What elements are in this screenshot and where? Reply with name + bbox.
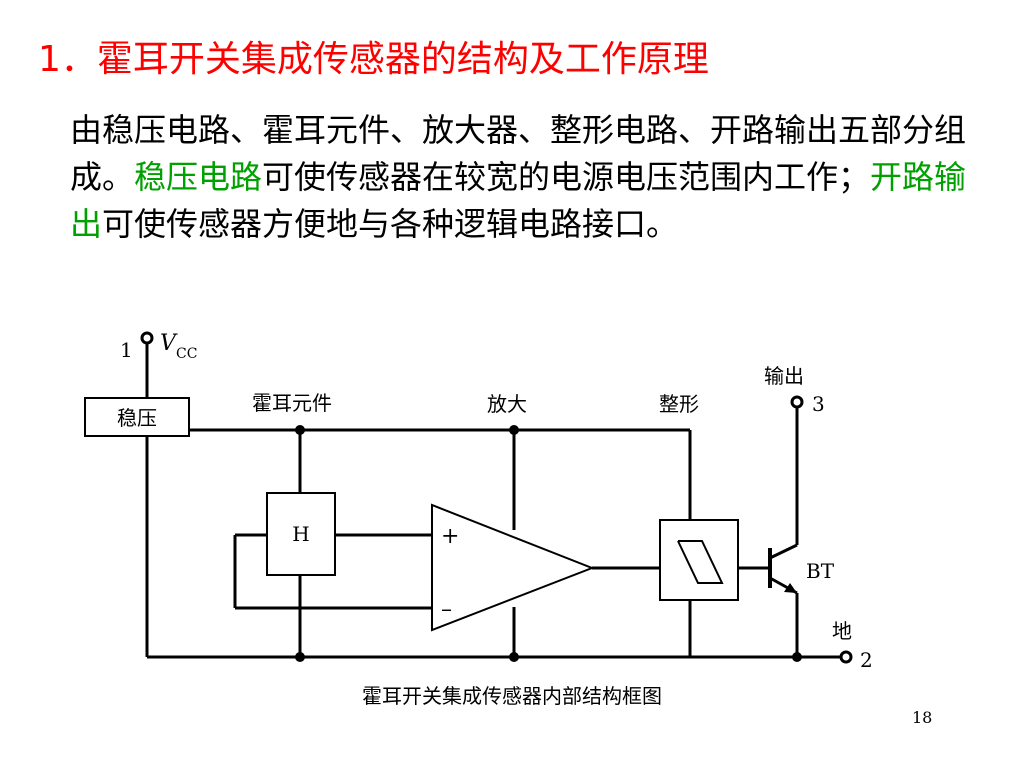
shaper-box [659, 519, 739, 601]
output-label: 输出 [764, 364, 804, 388]
page-number: 18 [912, 708, 933, 727]
pin2-terminal [839, 650, 853, 664]
ground-label: 地 [832, 619, 852, 643]
transistor-label: BT [806, 559, 835, 583]
emitter-arrow [784, 583, 797, 593]
pin3-number: 3 [812, 392, 825, 416]
highlight-open-output: 开路输出 [70, 158, 967, 243]
pin2-number: 2 [860, 648, 873, 672]
amp-plus-sign: + [441, 524, 459, 549]
vcc-subscript: CC [176, 346, 197, 362]
description-paragraph: 由稳压电路、霍耳元件、放大器、整形电路、开路输出五部分组成。稳压电路可使传感器在… [70, 107, 970, 248]
paragraph-text-1: 由稳压电路、霍耳元件、放大器、整形电路、开路输出五部分组成。 [70, 111, 967, 196]
diagram-caption: 霍耳开关集成传感器内部结构框图 [362, 684, 662, 708]
amplifier-triangle [431, 503, 595, 632]
regulator-label: 稳压 [117, 406, 157, 430]
pin1-number: 1 [120, 338, 133, 362]
paragraph-text-2: 可使传感器在较宽的电源电压范围内工作； [262, 158, 871, 196]
paragraph-text-3: 可使传感器方便地与各种逻辑电路接口。 [102, 205, 679, 243]
hall-element-label: 霍耳元件 [252, 391, 332, 415]
pin-terminals [140, 331, 853, 664]
pin3-terminal [790, 395, 804, 409]
highlight-regulator-circuit: 稳压电路 [134, 158, 263, 196]
regulator-box [84, 397, 190, 437]
junction-dots [295, 425, 802, 662]
circuit-wires [84, 342, 840, 659]
hall-box-label: H [292, 522, 309, 546]
amp-minus-sign: – [441, 597, 452, 622]
vcc-label: V [160, 331, 178, 356]
slide-title: 1．霍耳开关集成传感器的结构及工作原理 [38, 39, 709, 80]
pin1-terminal [140, 331, 154, 345]
shaper-label: 整形 [659, 392, 699, 416]
amplifier-label: 放大 [487, 392, 527, 416]
